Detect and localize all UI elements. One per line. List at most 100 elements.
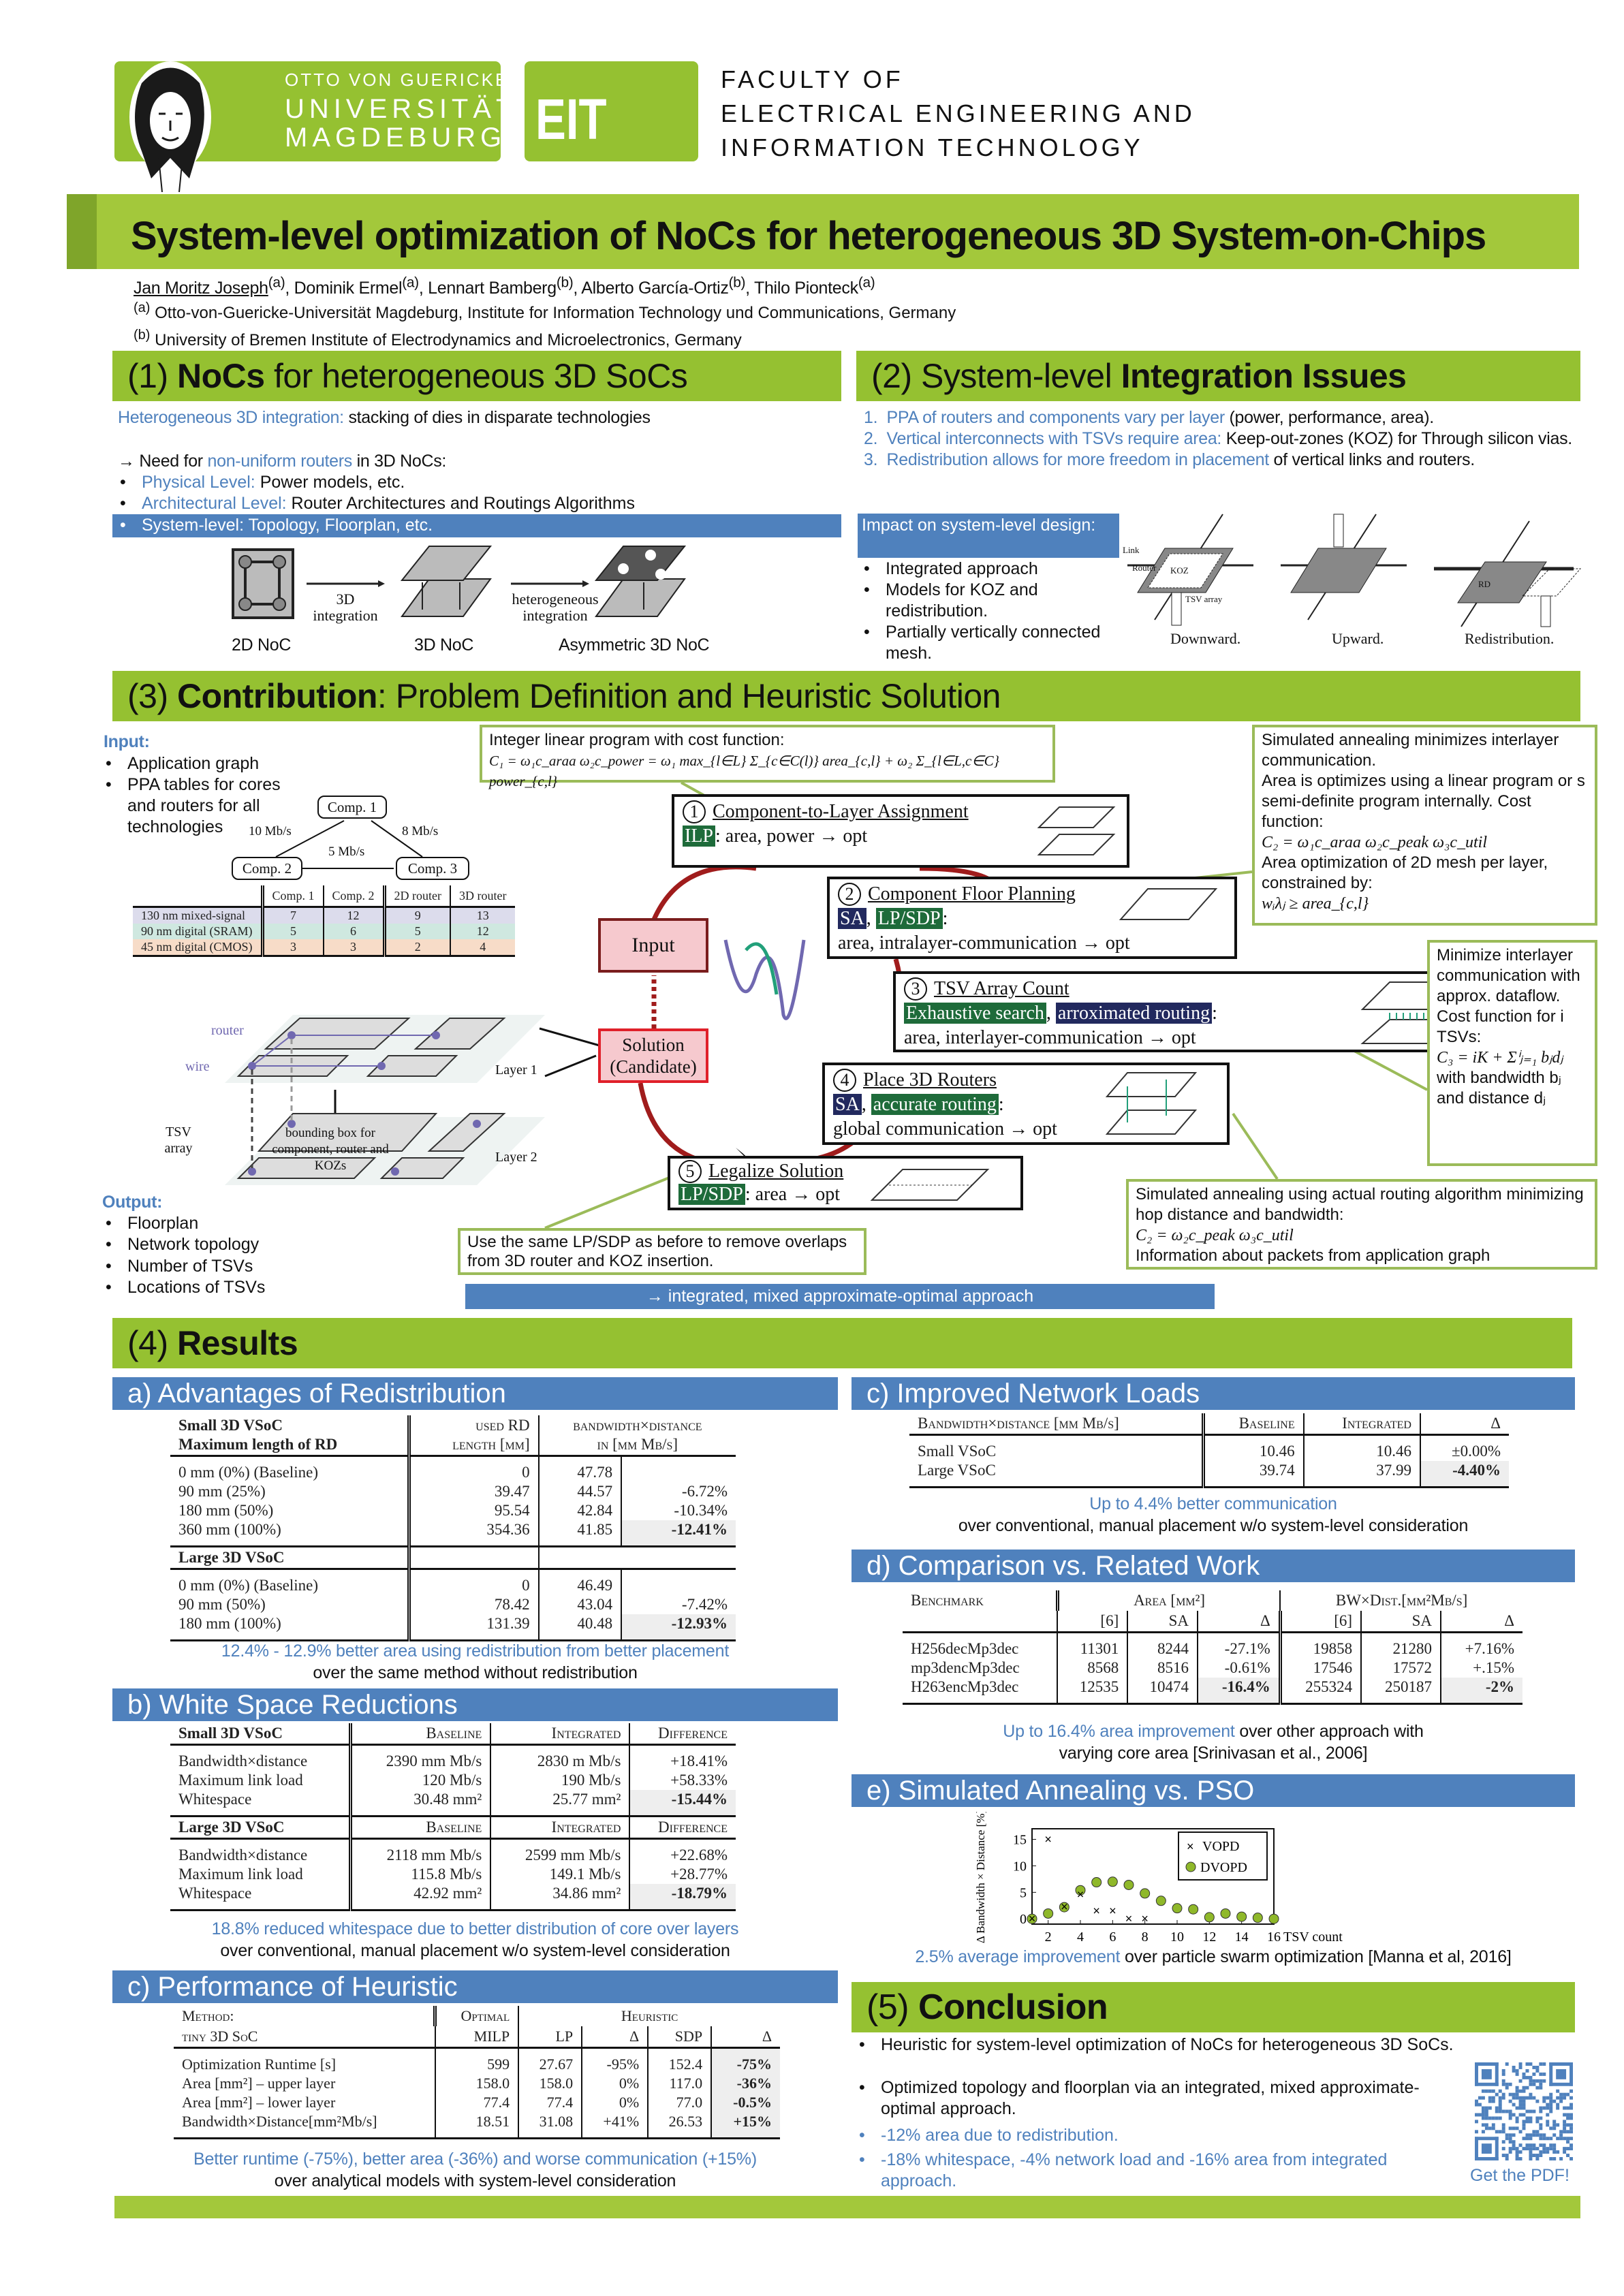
table-cell: +7.16% [1440,1632,1522,1658]
logo-line3: MAGDEBURG [285,123,507,153]
table-header-cell: Benchmark [911,1592,984,1609]
noc-integration-figure [232,546,687,619]
table-cell: 42.84 [537,1501,622,1520]
table-header-cell: Large 3D VSoC [170,1816,351,1840]
impact-box-title: Impact on system-level design: [858,514,1119,558]
label-asymmetric-noc: Asymmetric 3D NoC [559,635,710,655]
x-axis-label: TSV count [1283,1930,1343,1945]
data-point-dvopd [1172,1903,1183,1914]
table-cell: Bandwidth×distance [178,1752,308,1770]
contribution-connectors [225,781,1428,1229]
label-upward: Upward. [1332,630,1384,647]
table-cell: 0 mm (0%) (Baseline) [178,1464,319,1481]
impact-item: Models for KOZ and redistribution. [864,580,1083,622]
y-tick-label: 10 [1013,1859,1027,1874]
qr-code-icon[interactable] [1475,2062,1573,2160]
table-cell: 27.67 [518,2047,582,2074]
graph-node: Comp. 1 [317,796,387,819]
table-cell: 30.48 mm² [348,1790,491,1817]
y-tick-label: 0 [1020,1912,1027,1927]
ppa-header-cell: Comp. 2 [322,885,385,908]
ppa-header-cell: 3D router [450,885,515,908]
legalize-note: Use the same LP/SDP as before to remove … [458,1228,866,1275]
ppa-cell: 12 [322,907,385,924]
table-cell: 8244 [1127,1632,1198,1658]
output-item: Floorplan [106,1213,198,1234]
ppa-header-cell: 2D router [382,885,451,908]
s2-issue: 2. Vertical interconnects with TSVs requ… [864,429,1572,448]
author: Thilo Pionteck(a) [753,275,875,298]
link-label: Link [1123,545,1140,555]
table-header-cell: Baseline [1202,1413,1304,1436]
y-tick-label: 15 [1013,1833,1027,1848]
author: Jan Moritz Joseph(a), [134,275,294,298]
table-cell: 115.8 Mb/s [348,1865,491,1884]
table-cell: mp3dencMp3dec [911,1659,1020,1676]
get-pdf-link[interactable]: Get the PDF! [1470,2166,1570,2185]
table-header-cell [407,1546,539,1570]
ppa-cell: 3 [260,939,324,957]
table-cell: +15% [710,2112,780,2139]
ppa-header-cell [133,885,263,908]
upward-diagram [1281,514,1407,620]
table-header-cell: Integrated [1302,1413,1420,1436]
ppa-cell: 5 [382,924,451,939]
data-point-vopd: × [1093,1904,1100,1918]
plot-frame [1031,1828,1275,1925]
table-cell: 0% [581,2093,649,2112]
x-tick-label: 4 [1077,1930,1084,1945]
table-cell: +58.33% [629,1771,736,1790]
x-tick-label: 6 [1109,1930,1116,1945]
results-a-caption: 12.4% - 12.9% better area using redistri… [221,1641,730,1682]
table-cell: 11301 [1057,1632,1128,1658]
table-cell: 10474 [1127,1678,1198,1705]
faculty-name: FACULTY OF ELECTRICAL ENGINEERING AND IN… [721,63,1196,165]
ppa-cell: 130 nm mixed-signal [133,907,263,924]
ppa-cell: 2 [382,939,451,957]
conclusion-item: -18% whitespace, -4% network load and -1… [859,2150,1426,2192]
results-d-header: d) Comparison vs. Related Work [852,1550,1575,1582]
conclusion-item: -12% area due to redistribution. [859,2125,1467,2146]
label-3d-noc: 3D NoC [414,635,474,655]
table-header-cell: Large 3D VSoC [170,1546,409,1570]
layer-1-label: Layer 1 [495,1063,537,1078]
table-cell: 131.39 [407,1614,539,1641]
table-cell: 47.78 [537,1456,622,1482]
section-3-header: (3) Contribution: Problem Definition and… [112,671,1580,721]
table-cell: 77.4 [434,2093,519,2112]
x-tick-label: 10 [1170,1930,1184,1945]
table-cell: Whitespace [170,1884,351,1911]
table-cell: +.15% [1440,1658,1522,1678]
table-cell: Bandwidth×Distance[mm²Mb/s] [174,2112,435,2139]
table-cell: 26.53 [647,2112,712,2139]
table-header-cell: [6] [1057,1611,1128,1633]
legend-label: VOPD [1202,1839,1239,1854]
table-cell: 41.85 [537,1520,622,1547]
table-cell: 180 mm (50%) [178,1502,274,1519]
x-tick-label: 8 [1142,1930,1149,1945]
table-cell: 77.0 [647,2093,712,2112]
poster-title: System-level optimization of NoCs for he… [131,214,1486,258]
table-cell: 12535 [1057,1678,1128,1705]
table-cell: 255324 [1278,1678,1362,1705]
table-cell: 25.77 mm² [490,1790,630,1817]
output-item: Number of TSVs [106,1256,253,1277]
portrait-logo-icon [129,61,211,192]
ppa-cell: 90 nm digital (SRAM) [133,924,263,939]
results-d-caption: Up to 16.4% area improvement over other … [1003,1722,1424,1763]
